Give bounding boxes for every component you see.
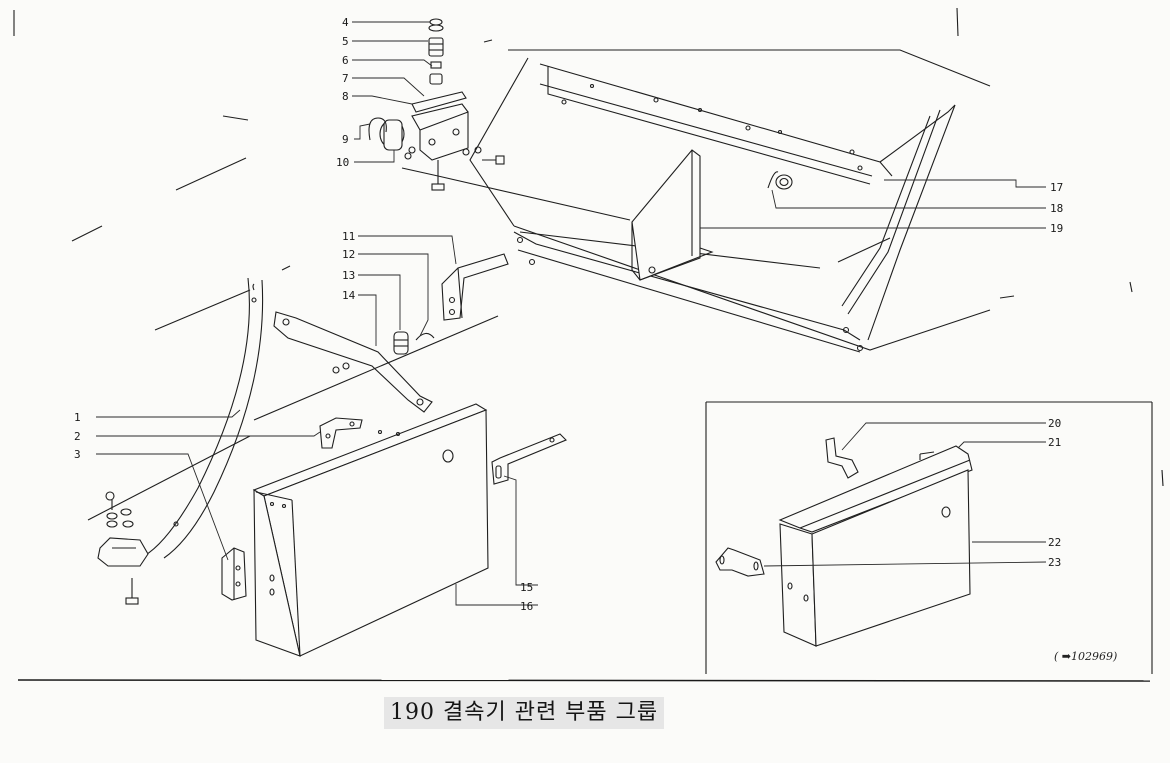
callout-15: 15 [520, 581, 533, 594]
enclosure-box-16 [252, 403, 489, 657]
main-housing [469, 49, 991, 353]
reference-label: ( ➡102969) [1054, 650, 1117, 663]
callout-7: 7 [342, 72, 349, 85]
callout-21: 21 [1048, 436, 1061, 449]
callout-18: 18 [1050, 202, 1063, 215]
callout-1: 1 [74, 411, 81, 424]
grommet-18 [767, 171, 793, 190]
scan-artifacts [13, 7, 1164, 487]
callout-19: 19 [1050, 222, 1063, 235]
leader-lines [96, 21, 1047, 606]
bottom-rule [17, 679, 1151, 682]
callout-11: 11 [342, 230, 355, 243]
callout-23: 23 [1048, 556, 1061, 569]
callout-14: 14 [342, 289, 356, 302]
inset-box-22 [778, 445, 973, 647]
callout-8: 8 [342, 90, 349, 103]
callout-17: 17 [1050, 181, 1063, 194]
callout-3: 3 [74, 448, 81, 461]
clamp-assembly [368, 18, 631, 221]
inset-bracket-23 [715, 547, 765, 577]
callout-5: 5 [342, 35, 349, 48]
callout-labels: 4 5 6 7 8 9 10 11 12 13 14 1 2 3 15 16 1… [74, 16, 1117, 663]
curved-guide-1 [87, 277, 264, 605]
mount-12-13 [393, 331, 435, 355]
callout-4: 4 [342, 16, 349, 29]
callout-13: 13 [342, 269, 355, 282]
bracket-3 [221, 547, 247, 601]
callout-12: 12 [342, 248, 355, 261]
inset-bracket-20 [825, 437, 859, 479]
strap-15 [491, 433, 567, 485]
callout-9: 9 [342, 133, 349, 146]
bracket-11 [441, 253, 509, 321]
page-caption: 190 결속기 관련 부품 그룹 [384, 697, 665, 729]
callout-6: 6 [342, 54, 349, 67]
arm-14 [253, 311, 499, 421]
callout-20: 20 [1048, 417, 1061, 430]
bracket-2 [319, 417, 363, 449]
inset-frame [705, 401, 1153, 674]
callout-2: 2 [74, 430, 81, 443]
callout-10: 10 [336, 156, 349, 169]
callout-22: 22 [1048, 536, 1061, 549]
bracket-19 [631, 149, 714, 281]
callout-16: 16 [520, 600, 533, 613]
